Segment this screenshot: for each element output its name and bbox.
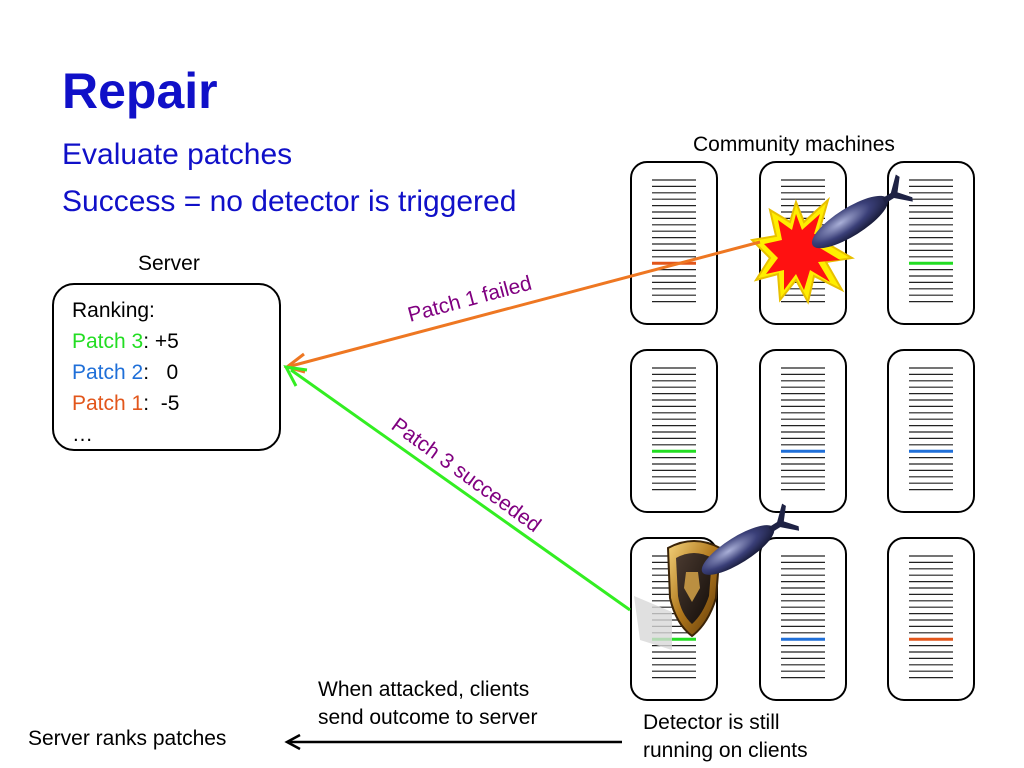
machine-frame — [887, 161, 975, 325]
ranking-ellipsis: … — [72, 423, 93, 446]
community-machine — [759, 349, 847, 513]
community-machine — [887, 161, 975, 325]
outcome-line-1: When attacked, clients — [318, 678, 530, 701]
machine-frame — [759, 537, 847, 701]
community-machine — [630, 349, 718, 513]
patch-1-name: Patch 1 — [72, 392, 144, 415]
server-label: Server — [138, 252, 200, 275]
detector-caption: Detector is still running on clients — [643, 709, 808, 766]
detector-line-1: Detector is still — [643, 711, 780, 734]
bomb-icon-top — [811, 174, 913, 249]
machine-frame — [630, 349, 718, 513]
ranking-row-patch-1: Patch 1: -5 — [72, 388, 279, 419]
ranking-title: Ranking: — [72, 299, 155, 322]
patch-2-name: Patch 2 — [72, 361, 144, 384]
patch-2-score: : 0 — [143, 361, 179, 384]
slide-title: Repair — [62, 63, 218, 119]
patch-3-succeeded-label: Patch 3 succeeded — [387, 413, 545, 537]
machine-frame — [887, 349, 975, 513]
subtitle-evaluate: Evaluate patches — [62, 138, 293, 171]
server-ranks-label: Server ranks patches — [28, 727, 227, 750]
machine-frame — [630, 161, 718, 325]
patch-1-score: : -5 — [143, 392, 180, 415]
bomb-icon-bottom — [701, 503, 800, 575]
detector-line-2: running on clients — [643, 739, 808, 763]
subtitle-success: Success = no detector is triggered — [62, 185, 517, 218]
outcome-caption: When attacked, clients send outcome to s… — [318, 676, 537, 733]
community-machine — [759, 537, 847, 701]
patch-3-score: : +5 — [143, 330, 179, 353]
server-box: Ranking: Patch 3: +5 Patch 2: 0 Patch 1:… — [52, 283, 281, 451]
community-machine — [887, 537, 975, 701]
community-machine — [887, 349, 975, 513]
server-ranks-arrow — [284, 733, 622, 751]
machine-frame — [759, 349, 847, 513]
patch-3-name: Patch 3 — [72, 330, 144, 353]
ranking-row-patch-2: Patch 2: 0 — [72, 357, 279, 388]
community-machines-label: Community machines — [693, 133, 895, 156]
machine-frame — [887, 537, 975, 701]
outcome-line-2: send outcome to server — [318, 706, 538, 730]
community-machine — [630, 161, 718, 325]
ranking-row-patch-3: Patch 3: +5 — [72, 326, 279, 357]
patch-3-succeeded-arrow — [283, 365, 631, 612]
